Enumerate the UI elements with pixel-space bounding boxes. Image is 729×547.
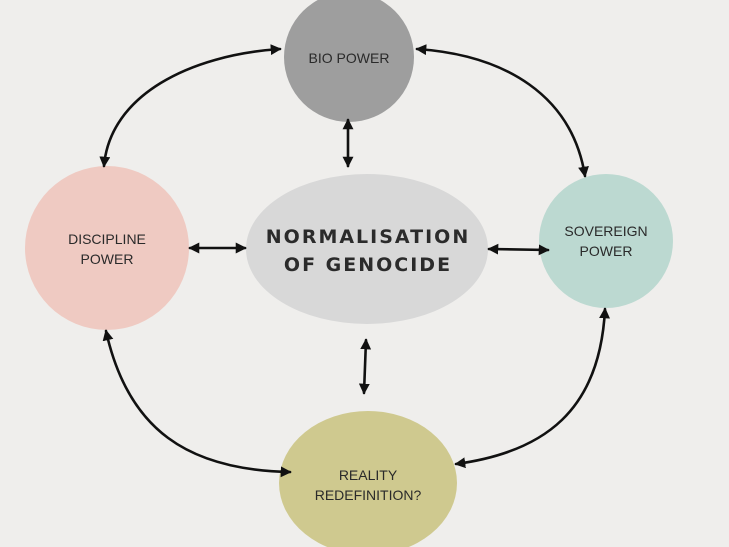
reality-redefinition-label-line1: REALITY bbox=[339, 467, 398, 483]
sovereign-power-label-line1: SOVEREIGN bbox=[564, 223, 647, 239]
center-label-line1: NORMALISATION bbox=[266, 226, 470, 248]
bio-to-sovereign-arrow bbox=[415, 44, 589, 178]
discipline-power-label-line1: DISCIPLINE bbox=[68, 231, 146, 247]
sovereign-to-reality-arrow bbox=[454, 307, 610, 469]
center-to-sovereign-arrow bbox=[487, 243, 550, 256]
discipline-power-label-line2: POWER bbox=[81, 251, 134, 267]
center-ellipse bbox=[246, 174, 488, 324]
bio-power-label: BIO POWER bbox=[309, 50, 390, 66]
discipline-to-reality-arrow bbox=[102, 329, 292, 478]
reality-redefinition-label-line2: REDEFINITION? bbox=[315, 487, 422, 503]
center-label-line2: OF GENOCIDE bbox=[284, 254, 452, 276]
bio-power-circle bbox=[284, 0, 414, 122]
sovereign-power-circle bbox=[539, 174, 673, 308]
sovereign-power-label-line2: POWER bbox=[580, 243, 633, 259]
center-to-reality-arrow bbox=[358, 338, 372, 395]
bio-to-discipline-arrow bbox=[99, 44, 282, 168]
discipline-power-circle bbox=[25, 166, 189, 330]
reality-redefinition-circle bbox=[279, 411, 457, 547]
